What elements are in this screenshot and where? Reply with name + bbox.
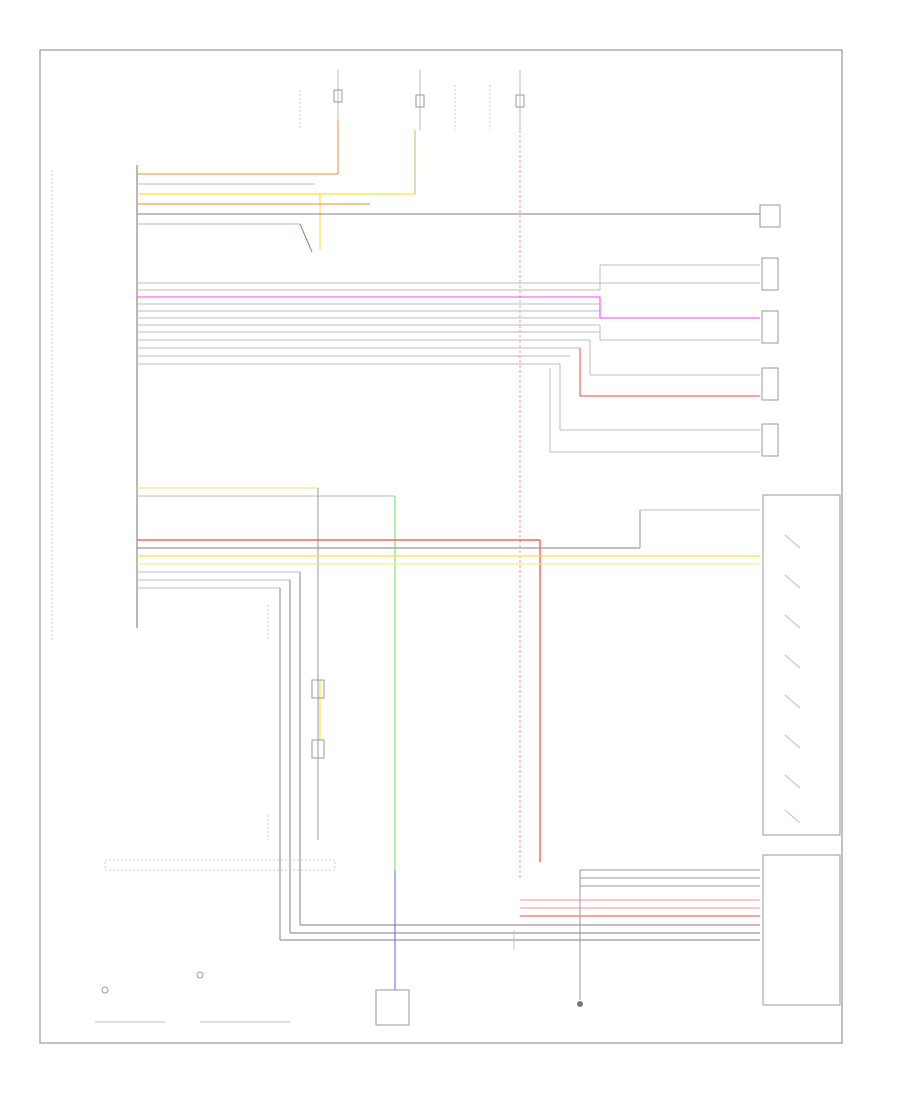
bottom-module-wires bbox=[513, 869, 760, 1007]
bottom-right-module bbox=[762, 854, 841, 1006]
wire-green-drop bbox=[299, 223, 313, 253]
steering-switch-module bbox=[762, 494, 841, 836]
diagram-border bbox=[39, 49, 843, 1044]
speaker-right-front bbox=[761, 367, 779, 401]
control-wire-group bbox=[137, 487, 760, 990]
fuse-group-top bbox=[299, 70, 525, 130]
speaker-left-rear bbox=[761, 310, 779, 344]
speaker-wire-group bbox=[137, 264, 760, 453]
remote-control-module bbox=[375, 989, 410, 1026]
ground-point bbox=[577, 1001, 583, 1007]
vertical-feed-components bbox=[267, 605, 325, 840]
connector-top-right bbox=[759, 204, 781, 228]
fuse-1 bbox=[333, 89, 343, 103]
power-feed-group bbox=[137, 120, 760, 253]
speaker-left-front bbox=[761, 257, 779, 291]
bottom-left-components bbox=[95, 859, 410, 1026]
speakers bbox=[761, 257, 779, 457]
fuse-3 bbox=[515, 94, 525, 108]
speaker-right-rear bbox=[761, 423, 779, 457]
steering-switches bbox=[784, 534, 801, 824]
fuse-2 bbox=[415, 94, 425, 108]
